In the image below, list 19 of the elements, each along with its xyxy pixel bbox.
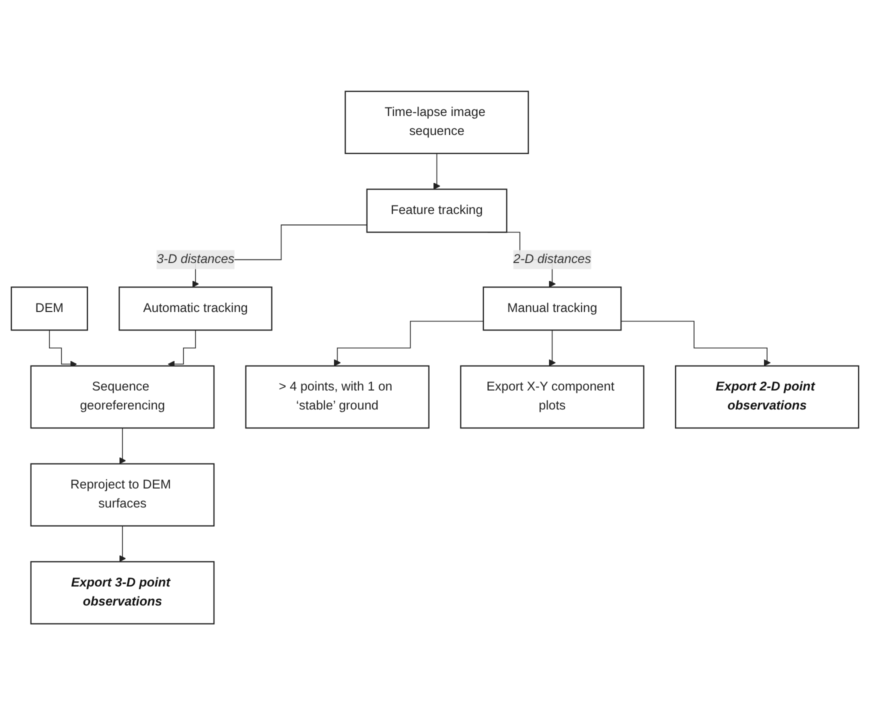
node-box: > 4 points, with 1 on ‘stable’ ground (245, 366, 430, 430)
node-box: Automatic tracking (118, 286, 272, 332)
node-box: Export X-Y component plots (460, 366, 644, 430)
arrow (334, 321, 484, 367)
node-box: Manual tracking (482, 286, 622, 332)
node-box: Time-lapse image sequence (344, 91, 529, 154)
arrow (118, 526, 126, 562)
arrow (433, 153, 440, 190)
node-box: Reproject to DEM surfaces (30, 464, 215, 527)
edge-label: 2-D distances (513, 252, 592, 266)
node-box: DEM (10, 286, 88, 332)
arrow (548, 330, 556, 367)
arrow (620, 321, 771, 367)
edge-label: 3-D distances (156, 252, 234, 266)
node-box: Export 2-D point observations (674, 366, 860, 430)
arrow (118, 428, 126, 465)
node-box: Sequence georeferencing (30, 366, 215, 430)
node-box: Export 3-D point observations (30, 562, 215, 625)
node-box: Feature tracking (366, 189, 508, 234)
